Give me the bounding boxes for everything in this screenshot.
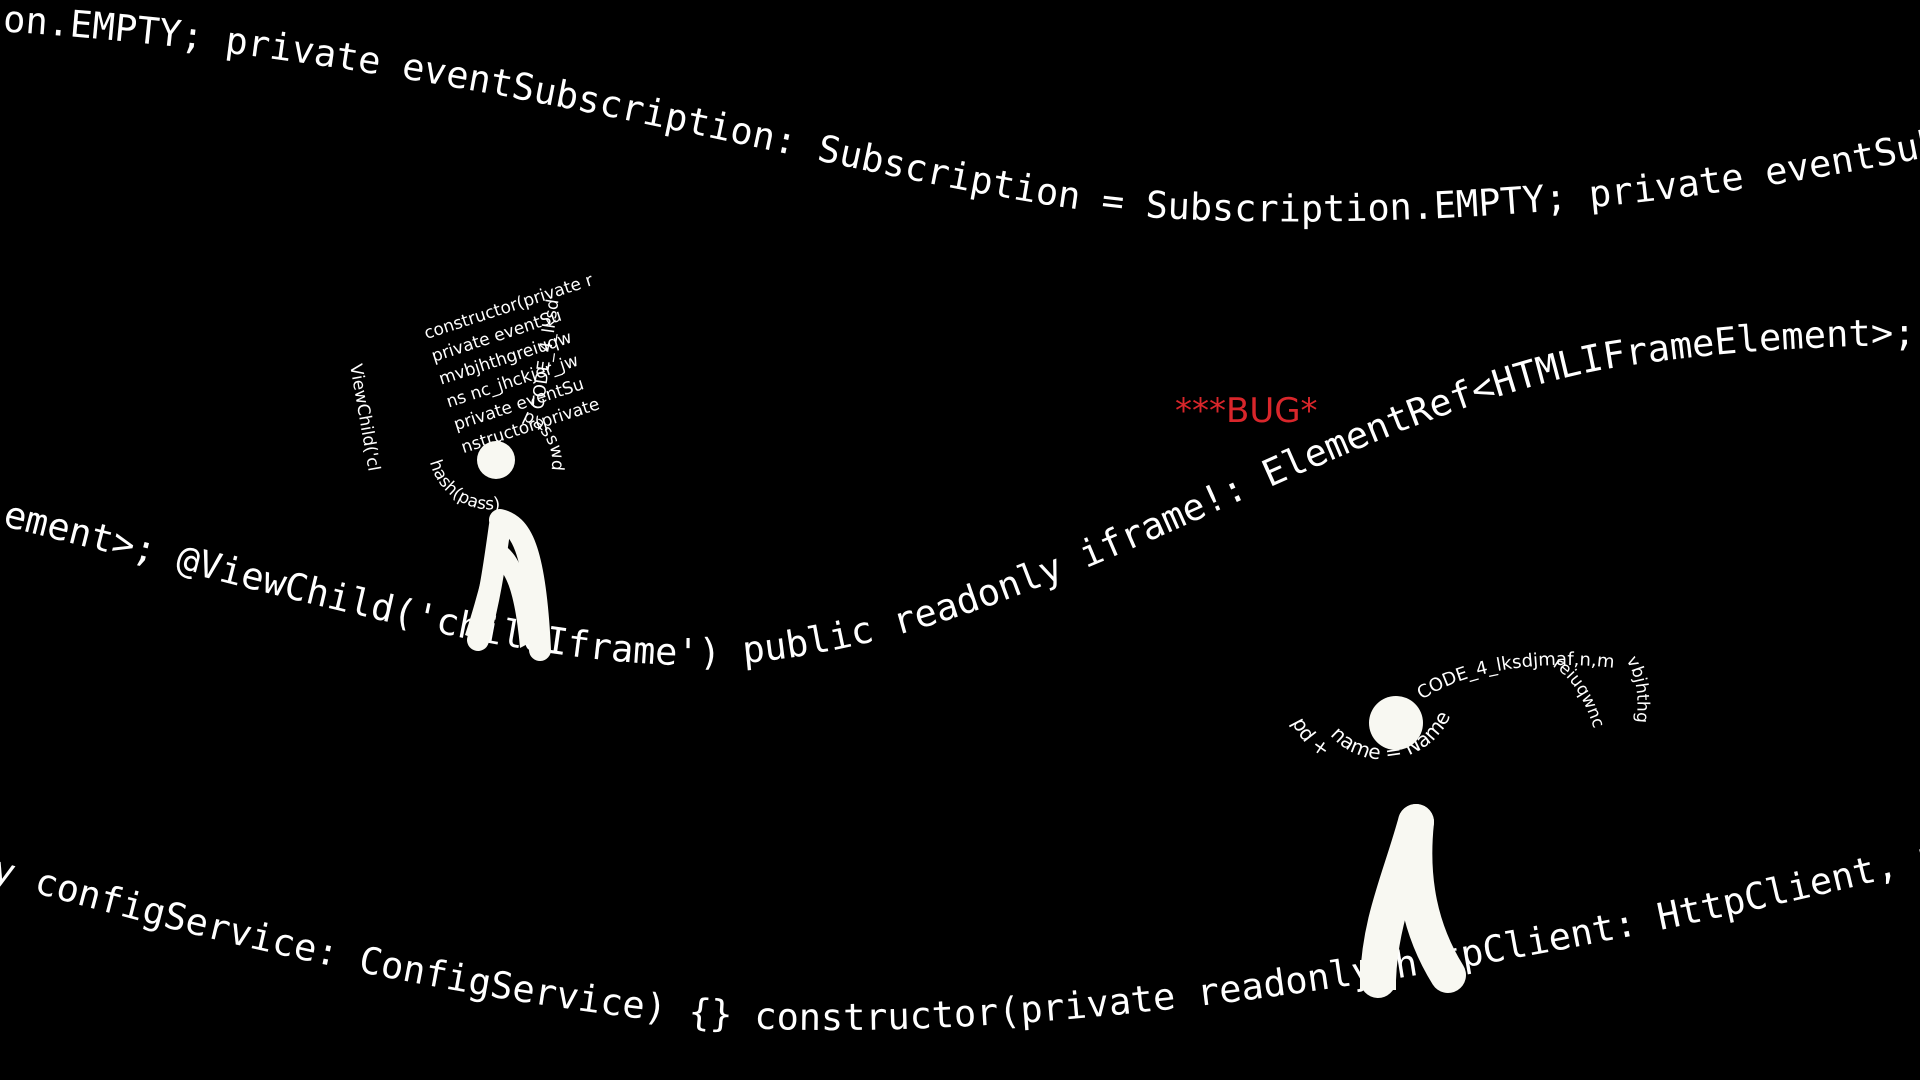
- right-head-arc2-path: pd +: [1287, 713, 1334, 762]
- code-line-bottom-text: y configService: ConfigService) {} const…: [0, 832, 1920, 1039]
- code-line-middle-text: lement>; @ViewChild('childIframe') publi…: [0, 311, 1916, 674]
- head-left: [477, 441, 515, 479]
- code-line-bottom: y configService: ConfigService) {} const…: [0, 832, 1920, 1039]
- text-block-left: constructor(private r private eventSu mv…: [422, 269, 638, 458]
- leg-right-back: [1396, 804, 1466, 993]
- right-arm-tip: vbjhthg: [1622, 653, 1653, 724]
- code-line-top: ion.EMPTY; private eventSubscription: Su…: [0, 0, 1920, 230]
- leg-left-front: [467, 514, 511, 651]
- text-block-lines: constructor(private r private eventSu mv…: [422, 269, 638, 458]
- text-block-side-left: ViewChild('cl: [345, 362, 384, 472]
- code-line-top-text: ion.EMPTY; private eventSubscription: Su…: [0, 0, 1920, 230]
- foot-right: [1360, 960, 1396, 990]
- right-head-arc2: pd +: [1287, 713, 1334, 762]
- right-arm-tip-path: vbjhthg: [1622, 653, 1653, 724]
- head-right: [1369, 696, 1423, 750]
- bug-label: ***BUG*: [1175, 391, 1318, 431]
- code-line-middle: lement>; @ViewChild('childIframe') publi…: [0, 311, 1916, 674]
